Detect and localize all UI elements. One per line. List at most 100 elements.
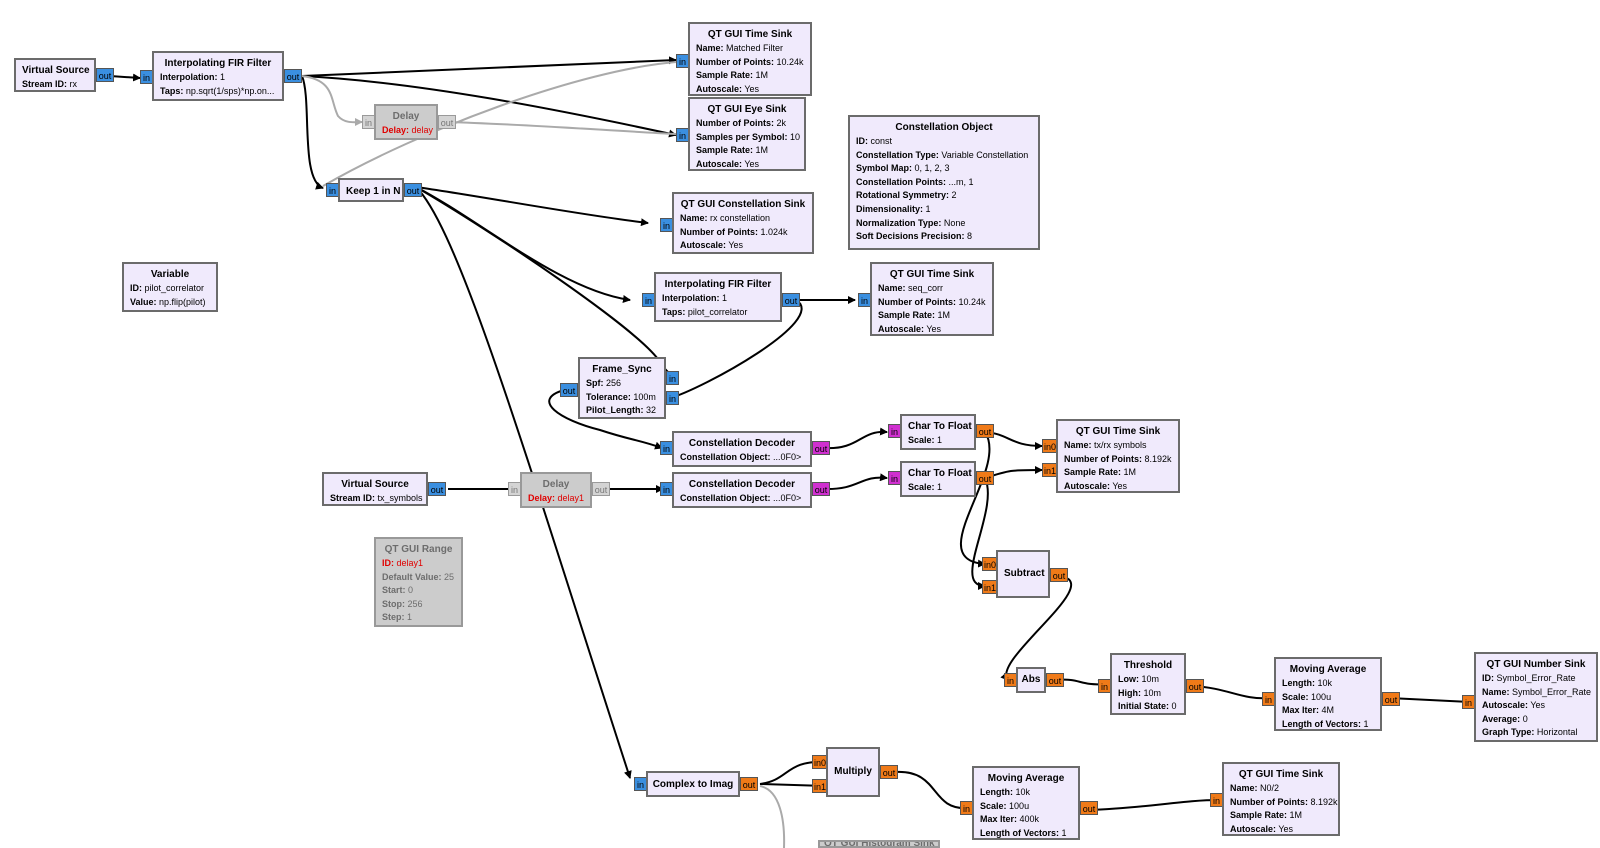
out-port[interactable]: out	[428, 482, 446, 496]
qt-gui-time-sink-block[interactable]: QT GUI Time Sink Name: Matched Filter Nu…	[688, 22, 812, 96]
block-title: Complex to Imag	[652, 779, 734, 790]
moving-average-block[interactable]: Moving Average Length: 10k Scale: 100u M…	[1274, 657, 1382, 731]
out-port[interactable]: out	[592, 482, 610, 496]
param-row: Autoscale: Yes	[878, 323, 942, 334]
out-port[interactable]: out	[1382, 692, 1400, 706]
in0-port[interactable]: in0	[982, 557, 997, 571]
delay-block-disabled[interactable]: Delay Delay: delay1	[520, 472, 592, 508]
in0-port[interactable]: in0	[812, 755, 827, 769]
qt-gui-histogram-sink-block[interactable]: QT GUI Histogram Sink	[818, 840, 940, 848]
block-title: Threshold	[1123, 660, 1173, 671]
virtual-source-rx-block[interactable]: Virtual Source Stream ID: rx	[14, 58, 96, 92]
wire-disabled	[322, 61, 677, 187]
param-row: Constellation Object: ...0F0>	[680, 452, 802, 462]
abs-block[interactable]: Abs	[1016, 667, 1046, 693]
param-row: Number of Points: 10.24k	[878, 296, 986, 307]
out-port[interactable]: out	[1080, 801, 1098, 815]
qt-gui-number-sink-block[interactable]: QT GUI Number Sink ID: Symbol_Error_Rate…	[1474, 652, 1598, 742]
variable-block[interactable]: Variable ID: pilot_correlator Value: np.…	[122, 262, 218, 312]
in0-port[interactable]: in0	[1042, 439, 1057, 453]
keep-1-in-n-block[interactable]: Keep 1 in N	[338, 178, 404, 202]
out-port[interactable]: out	[976, 471, 994, 485]
out-port[interactable]: out	[782, 293, 800, 307]
in-port[interactable]: in	[666, 391, 679, 405]
param-row: Initial State: 0	[1118, 701, 1177, 712]
block-title: QT GUI Time Sink	[889, 269, 975, 280]
param-row: Name: rx constellation	[680, 213, 771, 223]
out-port[interactable]: out	[1050, 568, 1068, 582]
interpolating-fir-filter-block[interactable]: Interpolating FIR Filter Interpolation: …	[654, 272, 782, 322]
param-row: Graph Type: Horizontal	[1482, 727, 1578, 738]
block-title: Moving Average	[1289, 664, 1367, 675]
virtual-source-tx-block[interactable]: Virtual Source Stream ID: tx_symbols	[322, 472, 428, 506]
subtract-block[interactable]: Subtract	[996, 550, 1050, 598]
block-title: QT GUI Time Sink	[1075, 426, 1161, 437]
interpolating-fir-filter-block[interactable]: Interpolating FIR Filter Interpolation: …	[152, 51, 284, 101]
wire	[823, 427, 888, 450]
wire	[301, 56, 677, 77]
wire-disabled	[445, 121, 677, 135]
moving-average-block[interactable]: Moving Average Length: 10k Scale: 100u M…	[972, 766, 1080, 840]
param-row: Max Iter: 4M	[1282, 705, 1335, 716]
param-row: Scale: 1	[908, 482, 943, 492]
constellation-decoder-block[interactable]: Constellation Decoder Constellation Obje…	[672, 431, 812, 467]
out-port[interactable]: out	[404, 183, 422, 197]
char-to-float-block[interactable]: Char To Float Scale: 1	[900, 414, 976, 450]
block-title: Abs	[1021, 674, 1041, 685]
param-row: Autoscale: Yes	[1230, 823, 1294, 834]
param-row: Start: 0	[382, 585, 414, 596]
qt-gui-time-sink-block[interactable]: QT GUI Time Sink Name: tx/rx symbols Num…	[1056, 419, 1180, 493]
out-port[interactable]: out	[1046, 673, 1064, 687]
param-row: Length: 10k	[1282, 678, 1333, 688]
param-row: Interpolation: 1	[160, 72, 226, 82]
qt-gui-time-sink-block[interactable]: QT GUI Time Sink Name: N0/2 Number of Po…	[1222, 762, 1340, 836]
multiply-block[interactable]: Multiply	[826, 747, 880, 797]
out-port[interactable]: out	[438, 115, 456, 129]
out-port[interactable]: out	[812, 441, 830, 455]
param-row: Number of Points: 8.192k	[1064, 453, 1172, 464]
in1-port[interactable]: in1	[982, 580, 997, 594]
block-title: Frame_Sync	[592, 364, 652, 375]
wire	[415, 186, 632, 779]
qt-gui-time-sink-block[interactable]: QT GUI Time Sink Name: seq_corr Number o…	[870, 262, 994, 336]
block-title: Variable	[150, 269, 190, 280]
threshold-block[interactable]: Threshold Low: 10m High: 10m Initial Sta…	[1110, 653, 1186, 715]
in-port[interactable]: in	[642, 293, 655, 307]
param-row: Constellation Object: ...0F0>	[680, 493, 802, 503]
wire	[1389, 697, 1471, 706]
wire	[415, 186, 649, 227]
out-port[interactable]: out	[740, 777, 758, 791]
out-port[interactable]: out	[96, 68, 114, 82]
param-row: Taps: np.sqrt(1/sps)*np.on...	[160, 85, 275, 96]
qt-gui-constellation-sink-block[interactable]: QT GUI Constellation Sink Name: rx const…	[672, 192, 814, 254]
constellation-decoder-block[interactable]: Constellation Decoder Constellation Obje…	[672, 472, 812, 508]
param-row: Sample Rate: 1M	[1230, 810, 1303, 821]
out-port[interactable]: out	[284, 69, 302, 83]
wire	[971, 477, 989, 590]
in1-port[interactable]: in1	[812, 779, 827, 793]
out-port[interactable]: out	[880, 765, 898, 779]
delay-block-disabled[interactable]: Delay Delay: delay	[374, 104, 438, 140]
out-port[interactable]: out	[1186, 679, 1204, 693]
param-row: ID: const	[856, 136, 893, 146]
param-row: Stream ID: rx	[22, 79, 78, 89]
param-row: Taps: pilot_correlator	[662, 306, 748, 317]
out-port[interactable]: out	[812, 482, 830, 496]
in-port[interactable]: in	[666, 371, 679, 385]
param-row: Name: seq_corr	[878, 283, 944, 293]
char-to-float-block[interactable]: Char To Float Scale: 1	[900, 461, 976, 497]
complex-to-imag-block[interactable]: Complex to Imag	[646, 771, 740, 797]
block-title: QT GUI Eye Sink	[707, 104, 787, 115]
block-title: Moving Average	[987, 773, 1065, 784]
constellation-object-block[interactable]: Constellation Object ID: const Constella…	[848, 115, 1040, 250]
out-port[interactable]: out	[560, 383, 578, 397]
qt-gui-eye-sink-block[interactable]: QT GUI Eye Sink Number of Points: 2k Sam…	[688, 97, 806, 171]
out-port[interactable]: out	[976, 424, 994, 438]
wire	[960, 431, 991, 568]
qt-gui-range-block[interactable]: QT GUI Range ID: delay1 Default Value: 2…	[374, 537, 463, 627]
param-row: Number of Points: 1.024k	[680, 226, 788, 237]
param-row: High: 10m	[1118, 687, 1162, 698]
param-row: Autoscale: Yes	[696, 83, 760, 94]
frame-sync-block[interactable]: Frame_Sync Spf: 256 Tolerance: 100m Pilo…	[578, 357, 666, 419]
in1-port[interactable]: in1	[1042, 463, 1057, 477]
